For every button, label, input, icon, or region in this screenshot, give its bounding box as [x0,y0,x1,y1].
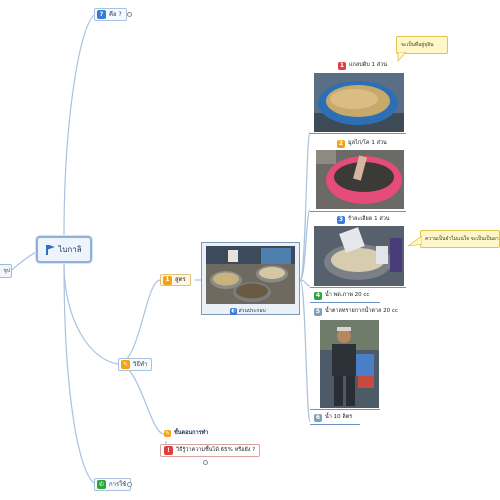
phone-icon: ✆ [97,480,106,489]
flag-icon [46,244,55,255]
ingredient-5-label: น้ำตาลทรายกากน้ำตาล 20 cc [325,308,398,315]
ingredients-photo-card[interactable]: ◐ ส่วนประกอบ [201,242,300,315]
image-icon: ◐ [230,307,237,315]
ingredient-4[interactable]: 4 น้ำ พด.ภาพ 20 cc [314,292,369,300]
photo-caption-text: ส่วนประกอบ [238,308,266,314]
ingredient-5-badge: 5 [314,308,322,316]
note-callout-top-text: จะเป็นที่อยู่จุลิน [401,42,434,48]
photo-caption: ◐ ส่วนประกอบ [230,307,266,315]
bran-photo [314,226,404,286]
note-callout-top[interactable]: จะเป็นที่อยู่จุลิน [396,36,448,54]
moisture-check-node[interactable]: ! วิธีรู้ว่าความชื้นได้ 65% หรือยัง ? [160,444,261,457]
ingredients-photo [206,246,295,304]
ingredient-2[interactable]: 2 มูลไก่/โค 1 ส่วน [337,140,387,148]
ingredient-5-underline [310,409,380,410]
ingredient-4-label: น้ำ พด.ภาพ 20 cc [325,292,370,299]
ingredient-6-badge: 6 [314,414,322,422]
ingredient-3-underline [310,287,406,288]
branch-what-label: คือ ? [109,10,122,18]
ingredient-5[interactable]: 5 น้ำตาลทรายกากน้ำตาล 20 cc [314,308,398,316]
warning-icon: ! [164,446,173,455]
left-partial-label: ชูป [3,267,10,274]
task-icon: ✎ [164,429,171,437]
central-topic-label: ไบกาลิ [58,244,82,254]
ingredient-1-underline [310,133,406,134]
note-callout-mid[interactable]: ความเป็นจำไม่แน่ใจ จะเป็นเป็นอาหารของจุล… [420,230,500,248]
ingredient-3-label: รำละเอียด 1 ส่วน [348,216,390,223]
ingredient-6-label: น้ำ 10 ลิตร [325,414,353,421]
moisture-check-label: วิธีรู้ว่าความชื้นได้ 65% หรือยัง ? [176,446,256,453]
branch-usage-label: การใช้ [109,480,127,488]
steps-header-label: ขั้นตอนการทำ [174,429,209,436]
ingredient-2-underline [310,211,406,212]
farmer-photo [320,320,379,408]
steps-header[interactable]: ✎ ขั้นตอนการทำ [164,430,208,437]
rice-husk-photo [314,73,404,132]
ingredient-4-badge: 4 [314,292,322,300]
formula-label: สูตร [175,276,186,283]
left-partial-node[interactable]: ชูป [0,264,12,278]
branch-what[interactable]: ? คือ ? [94,8,127,21]
ingredient-2-badge: 2 [337,140,345,148]
ingredient-1[interactable]: 1 แกลบดิบ 1 ส่วน [338,62,387,70]
formula-number-badge: 1 [163,275,172,285]
collapse-handle-steps[interactable] [203,460,208,465]
ingredient-1-badge: 1 [338,62,346,70]
note-icon: ✎ [121,360,130,369]
ingredient-6[interactable]: 6 น้ำ 10 ลิตร [314,414,352,422]
formula-node[interactable]: 1 สูตร [160,274,191,286]
ingredient-3-badge: 3 [337,216,345,224]
manure-photo [316,150,404,209]
collapse-handle[interactable] [127,12,132,17]
ingredient-2-label: มูลไก่/โค 1 ส่วน [348,140,387,147]
question-icon: ? [97,10,106,19]
ingredient-6-underline [310,424,360,425]
branch-how-label: วิธีทำ [133,360,148,368]
central-topic[interactable]: ไบกาลิ [36,236,92,263]
collapse-handle-usage[interactable] [127,482,132,487]
ingredient-4-underline [310,302,380,303]
callout-pointer-top [397,52,407,62]
callout-pointer-mid [408,235,422,246]
ingredient-1-label: แกลบดิบ 1 ส่วน [349,62,388,69]
note-callout-mid-text: ความเป็นจำไม่แน่ใจ จะเป็นเป็นอาหารของจุล… [425,236,499,242]
branch-how[interactable]: ✎ วิธีทำ [118,358,153,371]
branch-usage[interactable]: ✆ การใช้ [94,478,132,491]
ingredient-3[interactable]: 3 รำละเอียด 1 ส่วน [337,216,390,224]
